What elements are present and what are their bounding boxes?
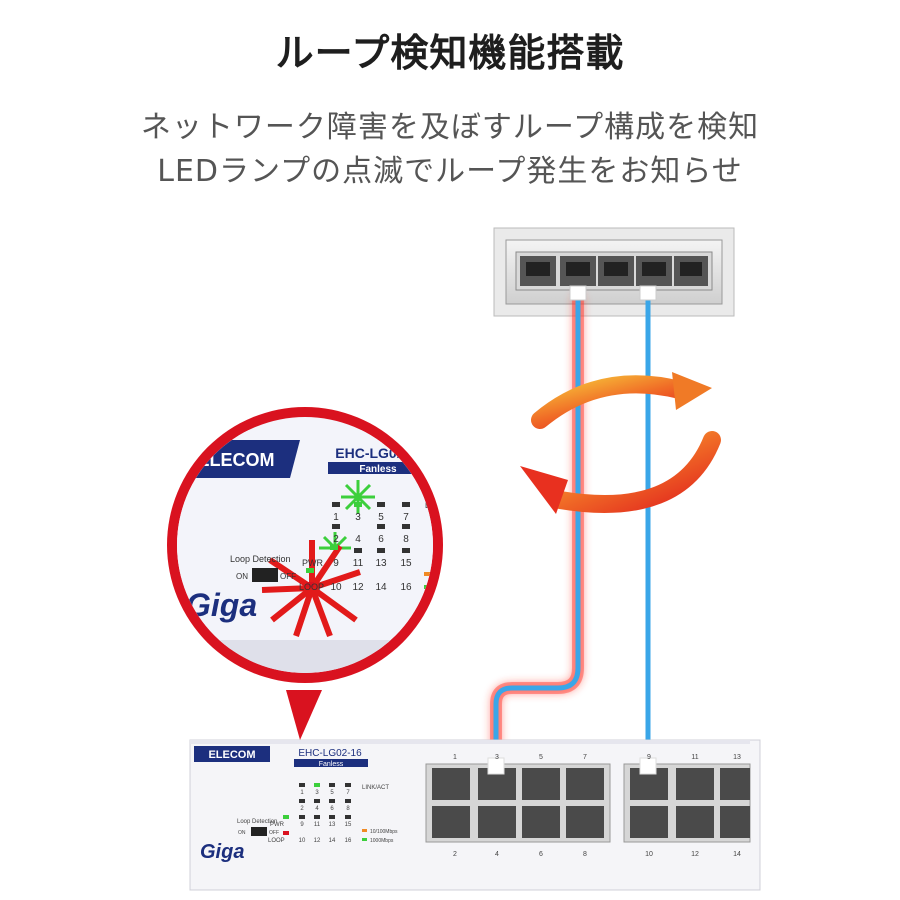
zoom-port-leds: [306, 502, 410, 587]
led-number: 16: [345, 838, 352, 844]
cable-plug: [569, 285, 587, 301]
zoom-loop-detection-label: Loop Detection: [230, 554, 291, 564]
on-label: ON: [238, 830, 246, 836]
zoom-on-label: ON: [236, 572, 248, 581]
speed-100-label: 10/100Mbps: [370, 829, 398, 835]
zoom-led-number: 13: [375, 558, 387, 569]
port-number: 7: [583, 754, 587, 761]
zoom-led-number: 5: [378, 512, 384, 523]
led-number: 12: [314, 838, 321, 844]
port-leds: [283, 783, 351, 835]
giga-logo: Giga: [200, 841, 244, 863]
port-number: 8: [583, 851, 587, 858]
led-number: 15: [345, 822, 352, 828]
cable-plug: [639, 285, 657, 301]
model-label: EHC-LG02-16: [298, 748, 362, 759]
port-number: 9: [647, 754, 651, 761]
zoom-led-number: 3: [355, 512, 361, 523]
port-number: 4: [495, 851, 499, 858]
zoom-led-number: 11: [353, 558, 364, 569]
port-number: 12: [691, 851, 699, 858]
loop-label: LOOP: [268, 838, 285, 844]
zoom-led-number: 16: [400, 582, 412, 593]
flash-burst-red: [261, 540, 361, 638]
hub-port: [598, 256, 634, 286]
loop-detection-label: Loop Detection: [237, 819, 277, 825]
brand-badge: [194, 746, 270, 762]
zoom-pwr-label: PWR: [302, 558, 323, 568]
zoom-led-number: 6: [378, 534, 384, 545]
port-number: 1: [453, 754, 457, 761]
zoom-speed-1000-label: 1000M: [434, 583, 459, 592]
led-number: 2: [300, 806, 304, 812]
zoom-led-number: 15: [400, 558, 412, 569]
led-number: 7: [346, 790, 350, 796]
zoom-fanless-label: Fanless: [359, 464, 397, 475]
zoom-led-number: 14: [375, 582, 387, 593]
zoom-off-label: OFF: [280, 572, 296, 581]
zoom-loop-led: [306, 582, 314, 587]
port-number: 6: [539, 851, 543, 858]
zoom-led-number: 10: [330, 582, 342, 593]
zoom-led-number: 9: [333, 558, 339, 569]
zoom-brand-logo: ELECOM: [197, 450, 274, 470]
subtitle-line-2: LEDランプの点滅でループ発生をお知らせ: [157, 154, 743, 189]
loop-cables: [490, 285, 657, 760]
port-number: 13: [733, 754, 741, 761]
loop-led: [283, 831, 289, 835]
loop-arrow-icon: [520, 372, 721, 514]
pwr-led: [283, 815, 289, 819]
subtitle-line-1: ネットワーク障害を及ぼすループ構成を検知: [140, 110, 760, 145]
led-number: 14: [329, 838, 336, 844]
brand-logo: ELECOM: [208, 749, 255, 761]
page-title: ループ検知機能搭載: [275, 31, 625, 75]
zoom-pwr-led: [306, 568, 314, 573]
port-number: 2: [453, 851, 457, 858]
led-number: 5: [330, 790, 334, 796]
main-switch: ELECOM EHC-LG02-16 Fanless LINK/ACT 1 3 …: [189, 739, 761, 891]
hub-port: [520, 256, 556, 286]
led-number: 9: [300, 822, 304, 828]
led-number: 6: [330, 806, 334, 812]
zoom-led-number: 2: [333, 534, 339, 545]
port-number: 5: [539, 754, 543, 761]
link-act-label: LINK/ACT: [362, 785, 389, 791]
hub-port: [560, 256, 596, 286]
port-number: 3: [495, 754, 499, 761]
zoom-led-number: 8: [403, 534, 409, 545]
led-number: 13: [329, 822, 336, 828]
zoom-loop-detection-switch[interactable]: [252, 568, 278, 582]
loop-detection-switch[interactable]: [251, 827, 267, 836]
pwr-label: PWR: [270, 822, 285, 828]
fanless-label: Fanless: [319, 761, 344, 768]
hub-port: [674, 256, 708, 286]
flash-burst-green: [319, 480, 375, 550]
port-block-1: [425, 763, 611, 843]
led-number: 10: [299, 838, 306, 844]
zoom-callout: ELECOM EHC-LG02-16 Fanless LINK/ACT: [167, 407, 459, 740]
port-block-2: [623, 763, 751, 843]
off-label: OFF: [269, 830, 279, 836]
led-number: 8: [346, 806, 350, 812]
zoom-led-number: 4: [355, 534, 361, 545]
zoom-loop-label: LOOP: [299, 582, 324, 592]
speed-1000-label: 1000Mbps: [370, 838, 394, 844]
zoom-led-number: 7: [403, 512, 409, 523]
network-hub: [493, 227, 735, 317]
port-number: 10: [645, 851, 653, 858]
zoom-led-number: 1: [333, 512, 339, 523]
hub-port: [636, 256, 672, 286]
port-number: 11: [691, 754, 698, 761]
led-number: 11: [314, 822, 321, 828]
led-number: 1: [300, 790, 304, 796]
led-number: 3: [315, 790, 319, 796]
zoom-led-number: 12: [352, 582, 364, 593]
port-number: 14: [733, 851, 741, 858]
led-number: 4: [315, 806, 319, 812]
